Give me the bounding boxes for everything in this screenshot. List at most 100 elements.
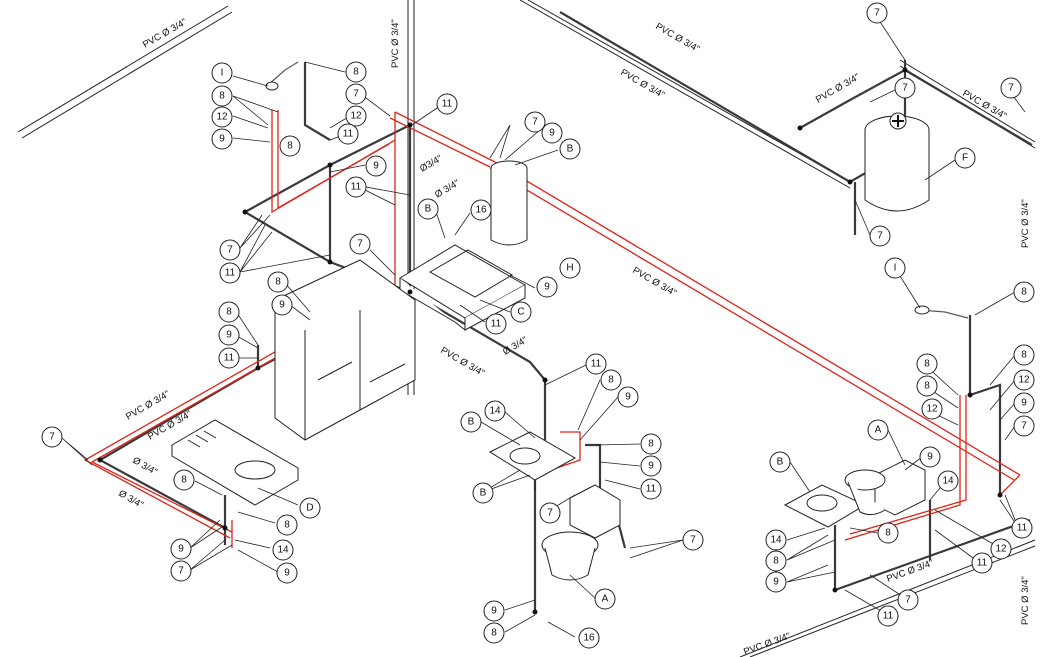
toilet-bathroom-2: [844, 459, 926, 516]
svg-text:14: 14: [942, 476, 954, 487]
svg-text:7: 7: [178, 566, 184, 577]
svg-text:8: 8: [275, 277, 281, 288]
svg-text:7: 7: [353, 89, 359, 100]
svg-text:8: 8: [284, 520, 290, 531]
callout-7: 7: [869, 225, 891, 247]
svg-text:9: 9: [773, 577, 779, 588]
svg-text:B: B: [777, 457, 784, 468]
svg-text:C: C: [517, 307, 524, 318]
svg-text:11: 11: [1017, 523, 1028, 534]
callout-I: I: [884, 257, 906, 279]
svg-text:8: 8: [1021, 350, 1027, 361]
callout-8: 8: [267, 271, 289, 293]
callout-9: 9: [541, 122, 563, 144]
svg-text:B: B: [567, 144, 574, 155]
callout-9: 9: [765, 571, 787, 593]
svg-text:8: 8: [608, 375, 614, 386]
kitchen-sink: [171, 419, 299, 506]
callout-9: 9: [271, 294, 293, 316]
svg-text:7: 7: [690, 535, 696, 546]
svg-text:14: 14: [770, 535, 782, 546]
callout-11: 11: [337, 123, 359, 145]
callout-7: 7: [345, 83, 367, 105]
svg-text:8: 8: [1021, 287, 1027, 298]
callout-14: 14: [937, 470, 959, 492]
callout-16: 16: [578, 627, 600, 649]
callout-8: 8: [1013, 344, 1035, 366]
callout-A: A: [867, 419, 889, 441]
callout-11: 11: [345, 176, 367, 198]
svg-text:11: 11: [883, 611, 894, 622]
pipe-label: PVC Ø 3/4": [654, 21, 702, 55]
svg-text:8: 8: [648, 439, 654, 450]
svg-text:A: A: [875, 425, 882, 436]
svg-text:B: B: [425, 204, 432, 215]
callout-bubbles: I 8 12 9 8 8 7 12 11 9 11 11 7 9 B 7 11 …: [41, 2, 1035, 649]
svg-text:9: 9: [491, 606, 497, 617]
svg-text:9: 9: [226, 330, 232, 341]
washbasin-bathroom-1: [488, 431, 577, 490]
callout-8: 8: [218, 301, 240, 323]
svg-text:8: 8: [491, 628, 497, 639]
svg-text:11: 11: [977, 558, 988, 569]
callout-9: 9: [919, 446, 941, 468]
svg-text:11: 11: [646, 484, 657, 495]
callout-8: 8: [916, 353, 938, 375]
callout-I: I: [211, 62, 233, 84]
callout-B: B: [559, 138, 581, 160]
svg-text:12: 12: [1018, 375, 1030, 386]
laundry-tub: [399, 244, 527, 331]
callout-7: 7: [349, 233, 371, 255]
svg-text:8: 8: [287, 141, 293, 152]
callout-7: 7: [41, 426, 63, 448]
callout-B: B: [769, 451, 791, 473]
callout-9: 9: [170, 538, 192, 560]
callout-A: A: [594, 588, 616, 610]
svg-text:12: 12: [995, 544, 1007, 555]
callout-8: 8: [173, 469, 195, 491]
svg-text:9: 9: [178, 544, 184, 555]
callout-7: 7: [524, 111, 546, 133]
pipe-label: PVC Ø 3/4": [390, 19, 401, 68]
callout-7: 7: [1000, 77, 1022, 99]
svg-text:9: 9: [625, 392, 631, 403]
callout-8: 8: [345, 61, 367, 83]
svg-text:11: 11: [491, 319, 502, 330]
pipe-label: PVC Ø 3/4": [885, 558, 935, 585]
callout-B: B: [472, 482, 494, 504]
callout-B: B: [417, 198, 439, 220]
pipe-label: PVC Ø 3/4": [814, 72, 862, 106]
svg-text:11: 11: [343, 129, 354, 140]
svg-text:9: 9: [1021, 398, 1027, 409]
svg-text:14: 14: [277, 545, 289, 556]
pipe-label: Ø 3/4": [433, 178, 462, 201]
callout-9: 9: [1013, 392, 1035, 414]
callout-7: 7: [866, 2, 888, 24]
water-heater: [490, 160, 528, 246]
svg-text:11: 11: [442, 99, 453, 110]
svg-text:9: 9: [373, 161, 379, 172]
callout-12: 12: [921, 398, 943, 420]
svg-text:B: B: [468, 417, 475, 428]
callout-F: F: [954, 147, 976, 169]
callout-7: 7: [1013, 415, 1035, 437]
callout-7: 7: [539, 502, 561, 524]
fitting-markers: [97, 67, 1003, 615]
svg-text:12: 12: [350, 111, 362, 122]
callout-7: 7: [897, 589, 919, 611]
callout-11: 11: [436, 93, 458, 115]
callout-8: 8: [916, 375, 938, 397]
callout-9: 9: [483, 600, 505, 622]
shower-head-icon: [265, 61, 299, 91]
pipe-label: Ø 3/4": [131, 455, 160, 478]
callout-9: 9: [536, 276, 558, 298]
callout-11: 11: [640, 478, 662, 500]
svg-text:16: 16: [475, 205, 487, 216]
svg-text:8: 8: [353, 67, 359, 78]
svg-text:7: 7: [877, 231, 883, 242]
kitchen-cabinet: [274, 259, 416, 441]
shower-head-icon: [914, 305, 969, 319]
callout-7: 7: [894, 77, 916, 99]
callout-D: D: [299, 497, 321, 519]
callout-9: 9: [218, 324, 240, 346]
